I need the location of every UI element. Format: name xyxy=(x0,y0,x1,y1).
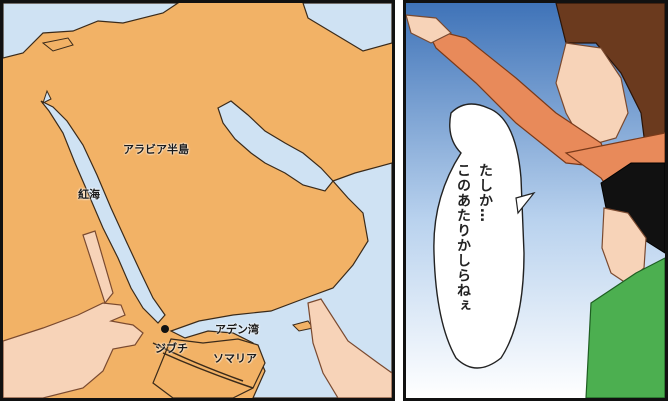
djibouti-marker xyxy=(161,325,169,333)
map-illustration xyxy=(3,3,392,398)
label-red-sea: 紅海 xyxy=(78,188,100,201)
island xyxy=(41,37,74,52)
speech-line-1: たしか… xyxy=(477,163,493,223)
boy-shirt xyxy=(585,257,665,398)
speech-text: たしか… このあたりかしらねぇ xyxy=(452,163,496,353)
mediterranean-sea xyxy=(3,3,180,59)
woman-hair xyxy=(555,3,665,154)
red-sea xyxy=(40,100,166,324)
motion-line xyxy=(152,342,244,382)
scene-illustration xyxy=(406,3,665,398)
speech-bubble xyxy=(433,103,525,369)
label-arabian-peninsula: アラビア半島 xyxy=(123,143,189,156)
persian-gulf xyxy=(217,100,334,192)
woman-face xyxy=(555,42,629,146)
northern-water xyxy=(302,3,392,52)
motion-line xyxy=(162,352,254,389)
pointing-hand-left xyxy=(3,302,144,398)
woman-hand xyxy=(406,14,453,44)
speech-bubble-tail xyxy=(515,191,536,215)
label-gulf-of-aden: アデン湾 xyxy=(215,323,259,336)
map-panel: アラビア半島 紅海 アデン湾 ジブチ ソマリア xyxy=(0,0,395,401)
speech-line-2: このあたりかしらねぇ xyxy=(455,163,471,313)
scene-panel: たしか… このあたりかしらねぇ xyxy=(403,0,668,401)
label-djibouti: ジブチ xyxy=(155,342,188,355)
gulf-of-suez xyxy=(42,89,52,104)
hand-finger-left xyxy=(82,230,114,305)
label-somalia: ソマリア xyxy=(213,352,257,365)
pointing-hand-right xyxy=(307,298,392,398)
